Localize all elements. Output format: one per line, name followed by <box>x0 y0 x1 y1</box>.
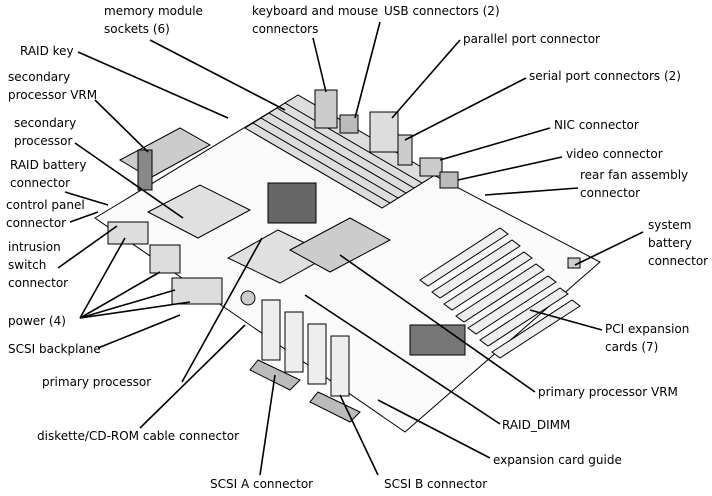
label-diskette-cdrom: diskette/CD-ROM cable connector <box>37 427 239 445</box>
scsi-b-connector <box>309 391 361 423</box>
label-line: SCSI backplane <box>8 342 101 356</box>
label-serial-ports: serial port connectors (2) <box>529 67 681 85</box>
label-line: primary processor <box>42 375 152 389</box>
label-line: SCSI A connector <box>210 477 314 491</box>
label-scsi-a: SCSI A connector <box>210 475 313 493</box>
label-line: RAID key <box>20 44 74 58</box>
label-line: power (4) <box>8 314 66 328</box>
label-line: memory module <box>104 4 203 18</box>
label-line: connector <box>6 216 67 230</box>
label-line: connector <box>8 276 69 290</box>
label-nic-connector: NIC connector <box>554 116 639 134</box>
pci-slots <box>419 227 581 359</box>
label-line: video connector <box>566 147 663 161</box>
label-line: sockets (6) <box>104 22 170 36</box>
label-line: RAID_DIMM <box>502 418 571 432</box>
label-line: diskette/CD-ROM cable connector <box>37 429 240 443</box>
label-line: expansion card guide <box>493 453 622 467</box>
label-line: cards (7) <box>605 340 659 354</box>
label-pci-expansion-cards: PCI expansion cards (7) <box>605 320 689 356</box>
label-parallel-port: parallel port connector <box>463 30 600 48</box>
usb-connector <box>339 114 359 134</box>
secondary-processor <box>146 184 252 239</box>
label-raid-key: RAID key <box>20 42 74 60</box>
label-line: parallel port connector <box>463 32 600 46</box>
label-line: SCSI B connector <box>384 477 488 491</box>
label-rear-fan-connector: rear fan assembly connector <box>580 166 688 202</box>
parallel-connector <box>369 111 399 153</box>
label-raid-battery: RAID battery connector <box>10 156 86 192</box>
chipset-heatsink <box>267 182 317 224</box>
label-line: connector <box>10 176 71 190</box>
label-line: secondary <box>14 116 77 130</box>
scsi-card-guides <box>261 299 350 397</box>
label-line: battery <box>648 236 692 250</box>
label-line: PCI expansion <box>605 322 690 336</box>
label-line: serial port connectors (2) <box>529 69 681 83</box>
power-connector <box>107 221 149 245</box>
label-line: NIC connector <box>554 118 639 132</box>
serial-connector <box>397 134 413 166</box>
video-connector <box>439 171 459 189</box>
label-line: control panel <box>6 198 85 212</box>
label-expansion-card-guide: expansion card guide <box>493 451 622 469</box>
label-secondary-processor: secondary processor <box>14 114 76 150</box>
label-line: primary processor VRM <box>538 385 678 399</box>
label-raid-dimm: RAID_DIMM <box>502 416 570 434</box>
label-power: power (4) <box>8 312 66 330</box>
label-video-connector: video connector <box>566 145 663 163</box>
label-primary-processor: primary processor <box>42 373 151 391</box>
label-secondary-vrm: secondary processor VRM <box>8 68 97 104</box>
pci-heatsink <box>409 324 466 356</box>
label-scsi-backplane: SCSI backplane <box>8 340 101 358</box>
label-line: secondary <box>8 70 71 84</box>
label-line: connector <box>648 254 709 268</box>
label-scsi-b: SCSI B connector <box>384 475 487 493</box>
label-keyboard-mouse-connectors: keyboard and mouse connectors <box>252 2 378 38</box>
label-intrusion-switch: intrusion switch connector <box>8 238 68 292</box>
label-line: RAID battery <box>10 158 87 172</box>
label-line: system <box>648 218 692 232</box>
label-usb-connectors: USB connectors (2) <box>384 2 500 20</box>
label-system-battery: system battery connector <box>648 216 708 270</box>
label-line: processor VRM <box>8 88 98 102</box>
label-memory-module-sockets: memory module sockets (6) <box>104 2 203 38</box>
label-line: switch <box>8 258 47 272</box>
primary-vrm <box>288 217 392 273</box>
label-control-panel: control panel connector <box>6 196 85 232</box>
capacitor <box>240 290 256 306</box>
label-line: connector <box>580 186 641 200</box>
label-line: rear fan assembly <box>580 168 689 182</box>
label-line: keyboard and mouse <box>252 4 379 18</box>
label-line: USB connectors (2) <box>384 4 500 18</box>
label-primary-vrm: primary processor VRM <box>538 383 678 401</box>
label-line: processor <box>14 134 73 148</box>
label-line: connectors <box>252 22 319 36</box>
keyboard-mouse-connector <box>314 89 338 129</box>
leader-lines <box>57 21 644 476</box>
label-line: intrusion <box>8 240 61 254</box>
nic-connector <box>419 157 443 177</box>
